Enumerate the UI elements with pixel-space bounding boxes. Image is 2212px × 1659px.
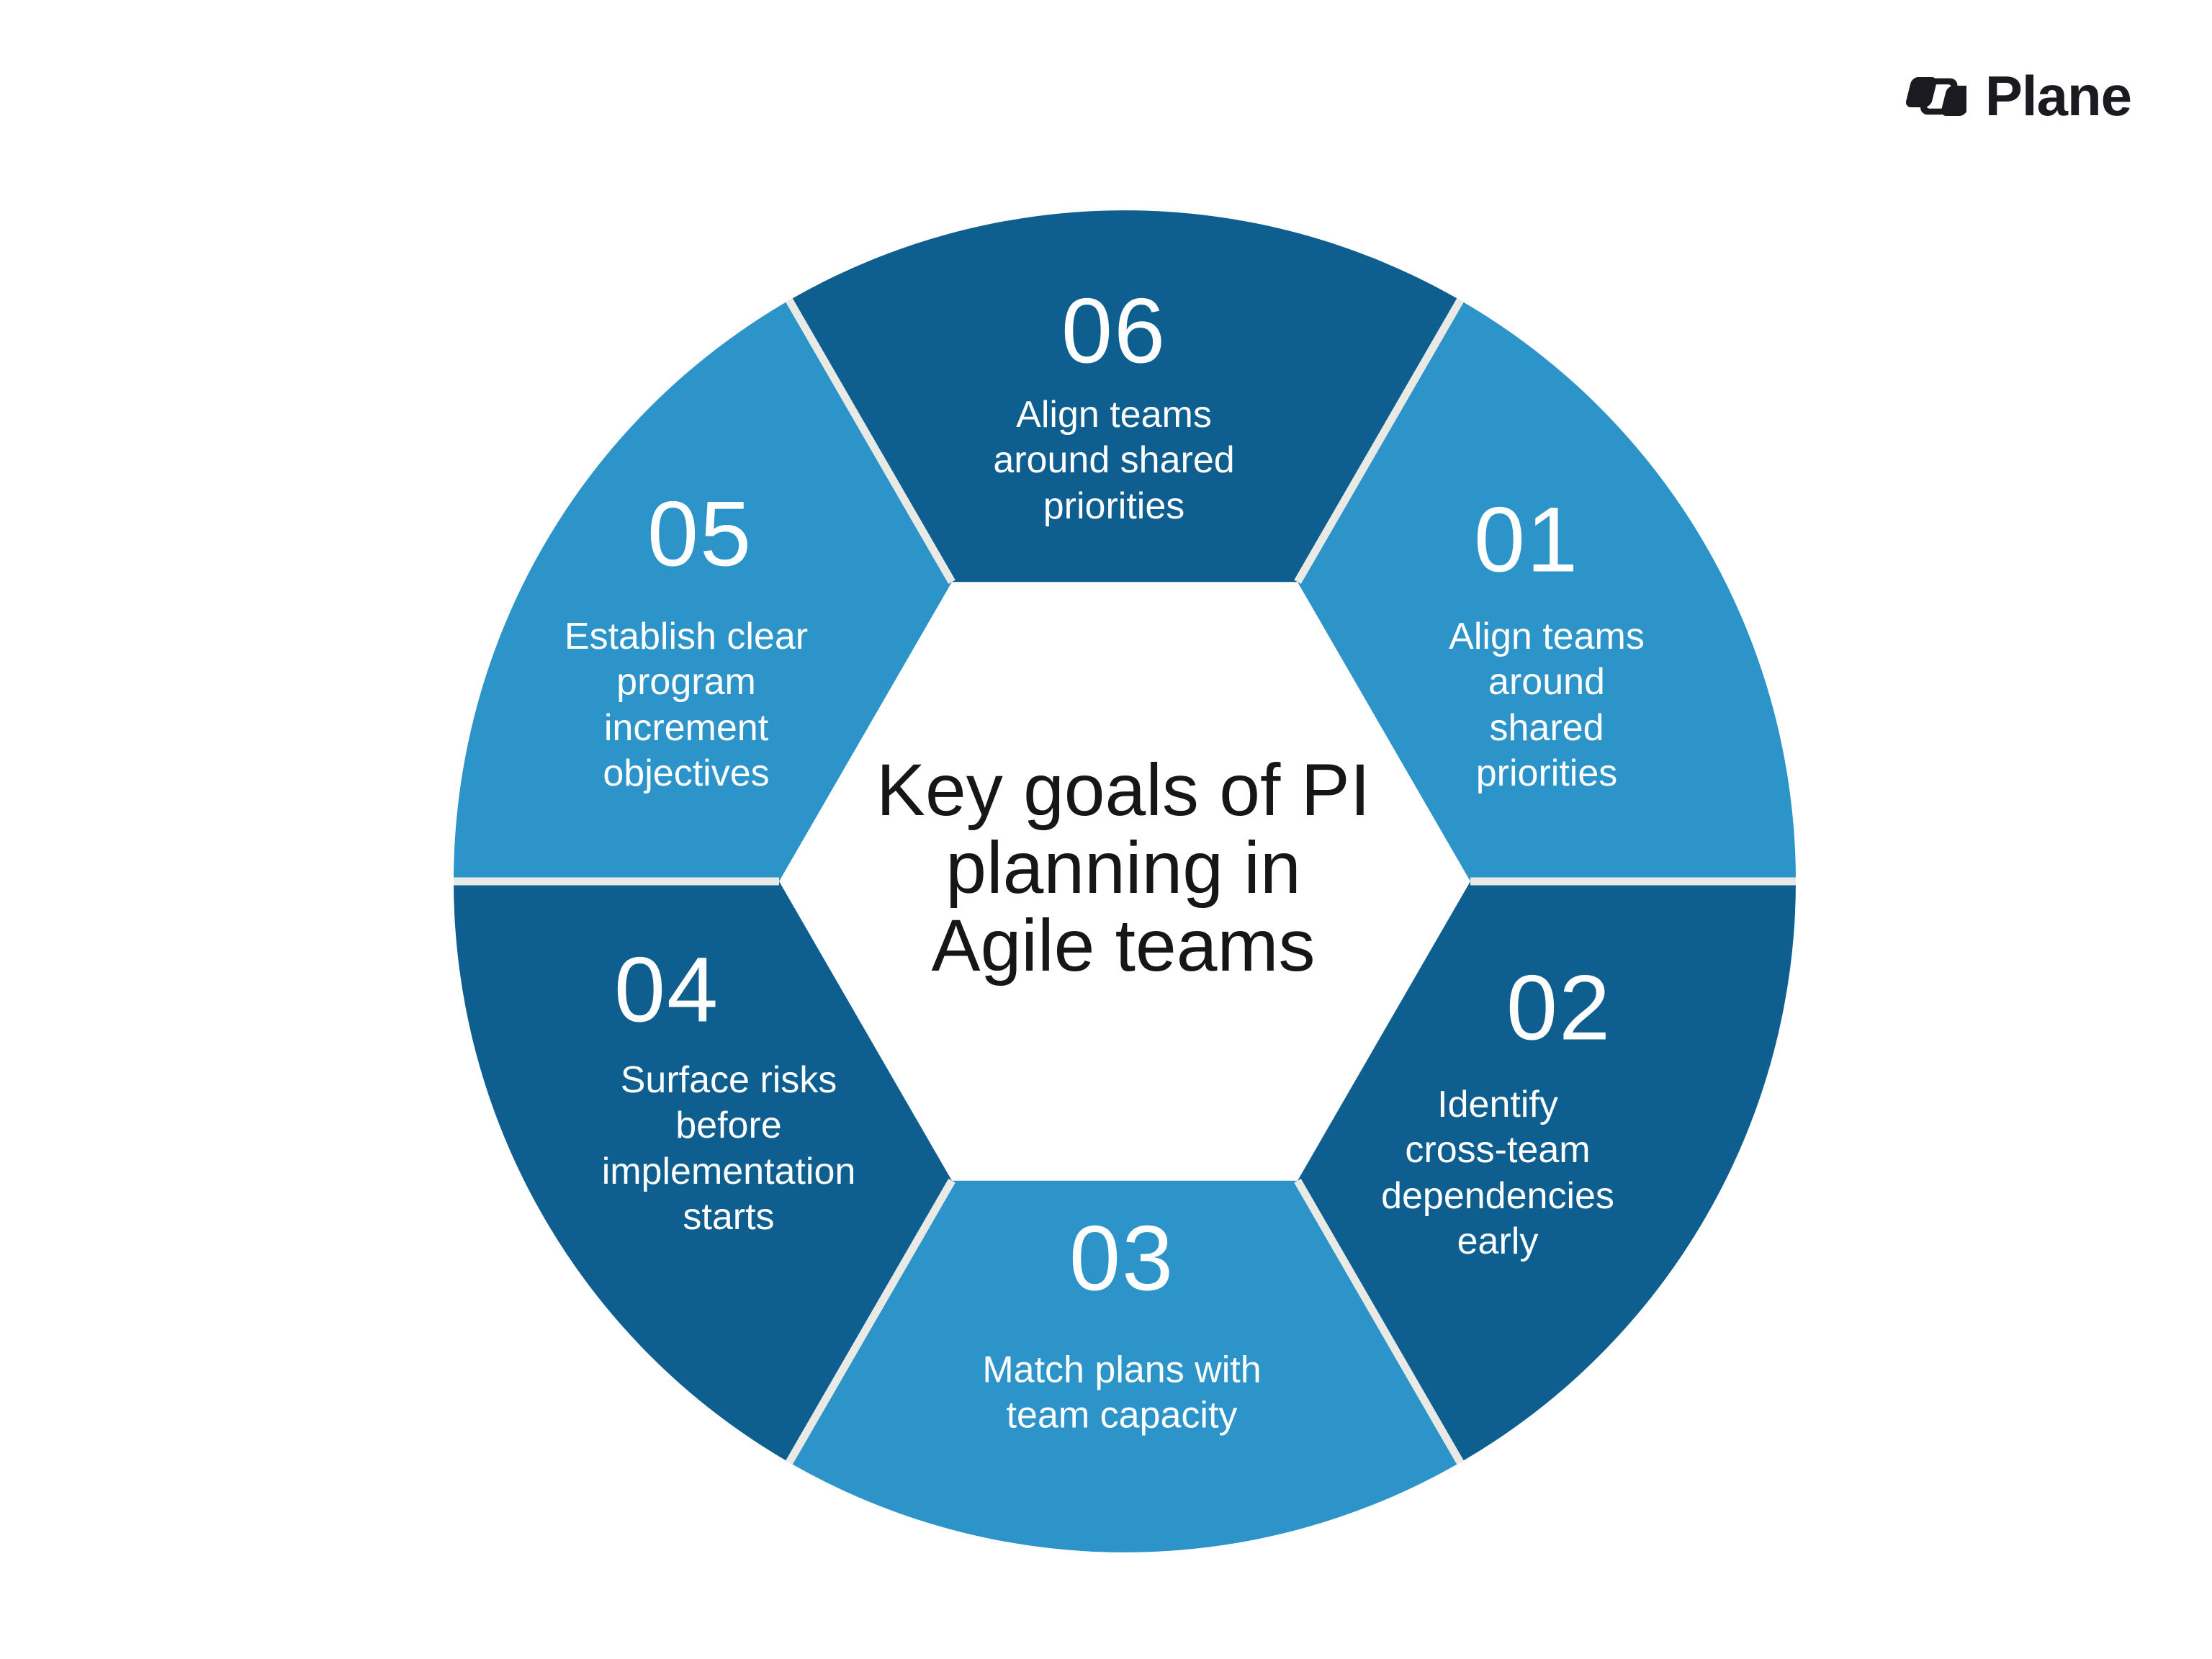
segment-03-label: Match plans with team capacity — [982, 1348, 1261, 1439]
segment-06-label: Align teams around shared priorities — [993, 392, 1234, 529]
segment-05-number: 05 — [647, 482, 753, 586]
segment-label-line: Surface risks — [620, 1059, 837, 1102]
logo-shape-right — [1941, 86, 1966, 116]
segment-label-line: early — [1457, 1220, 1539, 1263]
segment-wedge-02 — [1298, 881, 1796, 1462]
segment-wedge-04 — [454, 881, 952, 1462]
segment-label-line: around — [1488, 661, 1605, 703]
segment-01-number: 01 — [1473, 488, 1580, 592]
segment-01-label: Align teams around shared priorities — [1449, 614, 1645, 797]
plane-logo-icon — [1905, 77, 1966, 116]
segment-label-line: team capacity — [1006, 1395, 1238, 1437]
divider-line — [1294, 298, 1464, 585]
center-title: Key goals of PI planning in Agile teams — [876, 751, 1370, 984]
segment-04-label: Surface risks before implementation star… — [602, 1058, 856, 1241]
segment-label-line: Align teams — [1449, 616, 1645, 658]
segment-label-line: starts — [683, 1196, 775, 1238]
segment-label-line: cross-team — [1405, 1129, 1591, 1172]
center-title-line: planning in — [945, 826, 1301, 909]
segment-03-number: 03 — [1069, 1207, 1175, 1310]
segment-label-line: objectives — [603, 752, 770, 795]
segment-wedge-06 — [789, 210, 1460, 583]
segment-06-number: 06 — [1061, 279, 1167, 383]
center-title-line: Agile teams — [931, 904, 1316, 987]
segment-04-number: 04 — [613, 938, 720, 1042]
plane-logo: Plane — [1892, 64, 2132, 127]
segment-02-label: Identify cross-team dependencies early — [1381, 1082, 1614, 1265]
segment-label-line: program — [616, 661, 756, 703]
segment-label-line: Establish clear — [564, 616, 809, 658]
divider-line — [786, 1178, 956, 1465]
segment-label-line: priorities — [1043, 485, 1185, 527]
segment-label-line: Match plans with — [982, 1349, 1262, 1391]
plane-wordmark: Plane — [1984, 64, 2132, 127]
segment-label-line: around shared — [993, 439, 1235, 482]
segment-label-line: implementation — [601, 1151, 856, 1192]
segment-05-label: Establish clear program increment object… — [565, 614, 808, 797]
segment-wedge-01 — [1298, 300, 1796, 881]
segment-label-line: shared — [1489, 707, 1604, 749]
segment-label-line: priorities — [1475, 752, 1618, 795]
segment-label-line: Identify — [1437, 1084, 1558, 1126]
segment-wedge-05 — [454, 300, 952, 881]
segment-label-line: Align teams — [1016, 393, 1212, 436]
segment-label-line: dependencies — [1381, 1175, 1614, 1217]
segment-label-line: increment — [603, 707, 769, 749]
segment-02-number: 02 — [1506, 956, 1612, 1060]
segment-label-line: before — [675, 1105, 782, 1147]
segment-dividers — [454, 298, 1796, 1465]
divider-line — [786, 298, 956, 585]
divider-line — [1294, 1178, 1464, 1465]
center-title-line: Key goals of PI — [876, 748, 1371, 831]
segment-wedge-03 — [789, 1180, 1460, 1552]
